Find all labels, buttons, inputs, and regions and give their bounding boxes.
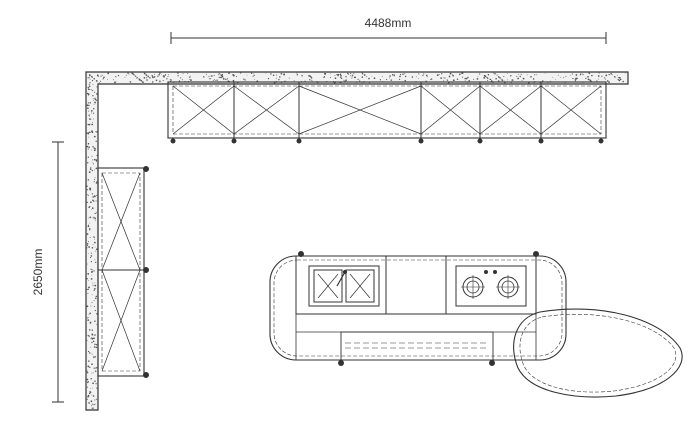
island-leg (533, 251, 539, 257)
depth-dimension (52, 141, 64, 403)
cabinet-leg (418, 138, 424, 144)
burner-knob-icon (484, 270, 488, 274)
upper-cabinet-run-left (97, 166, 149, 378)
width-dimension-label: 4488mm (365, 16, 412, 30)
cabinet-leg (170, 138, 176, 144)
cabinet-leg (598, 138, 604, 144)
burner-knob-icon (493, 270, 497, 274)
cabinet-leg (477, 138, 483, 144)
faucet-icon (336, 271, 346, 287)
cabinet-leg (296, 138, 302, 144)
cabinet-leg (143, 267, 149, 273)
upper-cabinet-run-top (167, 81, 607, 144)
island-leg (298, 251, 304, 257)
width-dimension (170, 32, 607, 44)
wall-concrete-texture (86, 72, 626, 409)
cabinet-leg (143, 166, 149, 172)
gas-cooktop (455, 265, 527, 307)
depth-dimension-label: 2650mm (31, 249, 45, 296)
island-leg (338, 360, 344, 366)
teardrop-table (513, 308, 683, 398)
cabinet-leg (231, 138, 237, 144)
kitchen-island (269, 251, 567, 366)
double-sink (308, 265, 380, 307)
island-leg (489, 360, 495, 366)
cabinet-leg (538, 138, 544, 144)
cabinet-leg (143, 372, 149, 378)
